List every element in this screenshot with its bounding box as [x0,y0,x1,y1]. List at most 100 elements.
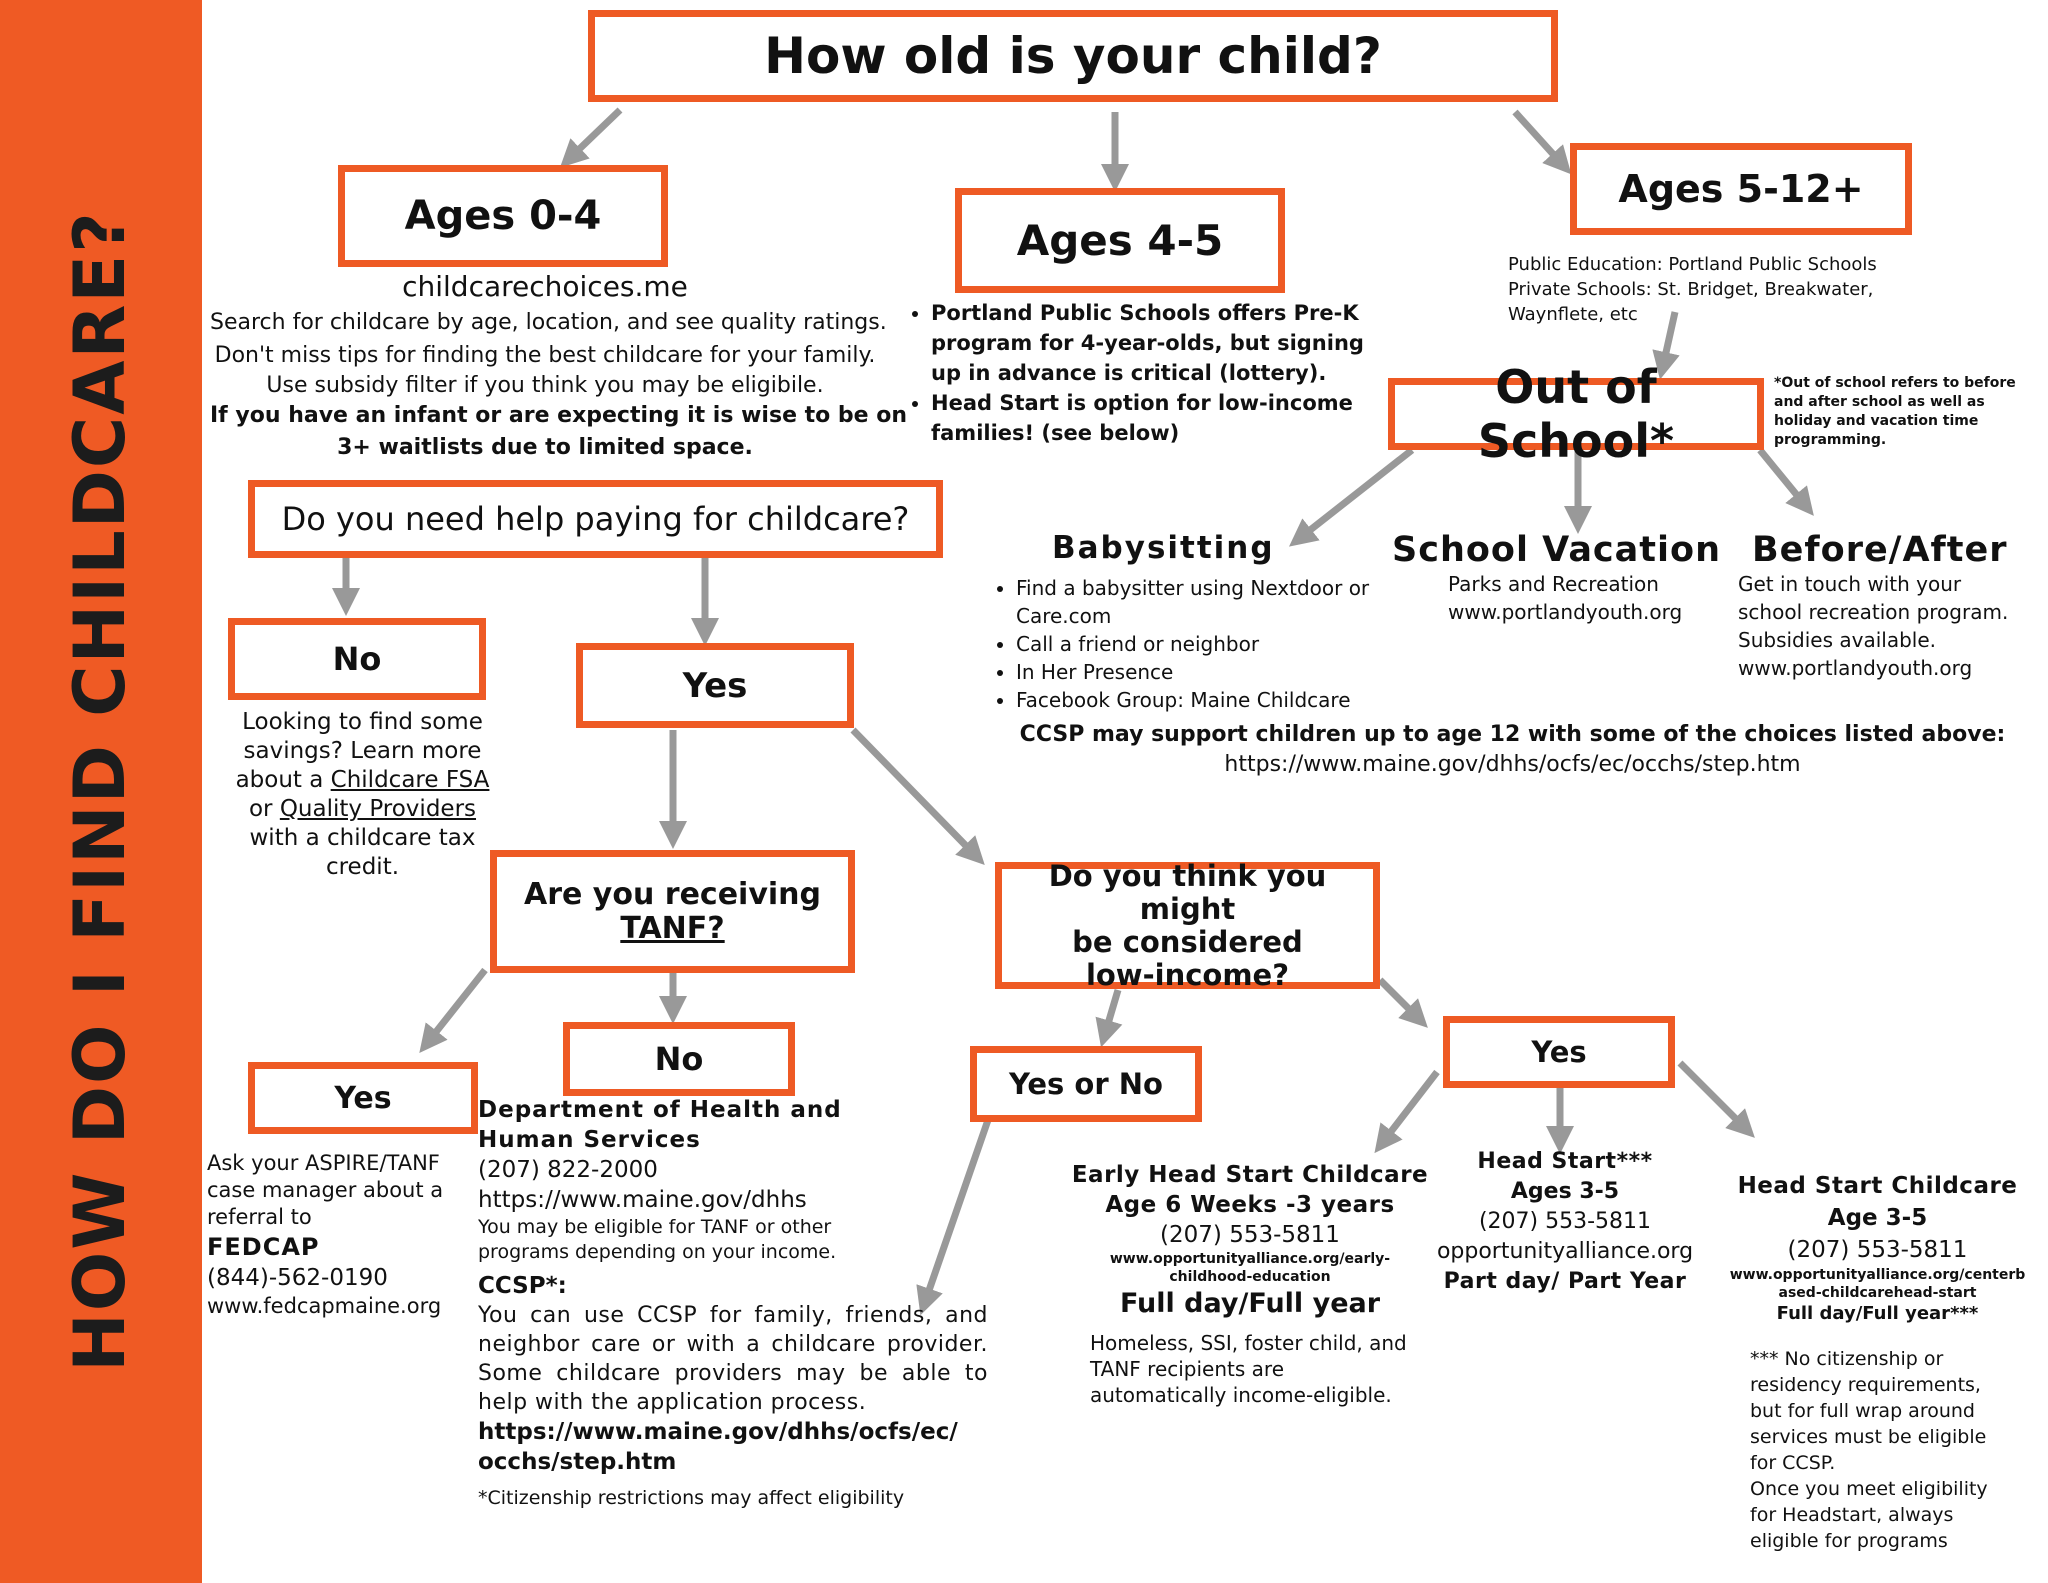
early-head-start-age: Age 6 Weeks -3 years [1105,1192,1395,1218]
head-start-site[interactable]: opportunityalliance.org [1436,1239,1694,1264]
arrow-to-ages-5-12 [1512,109,1572,175]
arrow-to-ages-0-4 [559,107,623,168]
babysitting-bullet: Find a babysitter using Nextdoor or Care… [1016,574,1369,630]
info-line: www.portlandyouth.org [1448,600,1683,624]
head-start-childcare-title: Head Start Childcare [1737,1173,2018,1199]
note-line: *** No citizenship or [1750,1348,1944,1370]
babysitting-bullet: Call a friend or neighbor [1016,630,1369,658]
school-vacation-heading: School Vacation [1392,530,1721,570]
arrow-yes-or-no-to-ccsp [916,1118,992,1316]
dhhs-phone: (207) 822-2000 [478,1157,658,1183]
ages-0-4-heading: Ages 0-4 [404,193,602,239]
arrow-to-head-start-childcare [1677,1060,1755,1138]
note-line: but for full wrap around [1750,1400,1975,1422]
note-line: for CCSP. [1750,1452,1836,1474]
head-start-childcare-site[interactable]: ased-childcarehead-start [1778,1285,1977,1301]
yes-or-no-label: Yes or No [1009,1067,1163,1101]
info-line: Looking to find some [242,709,483,735]
arrow-to-babysitting [1288,447,1415,547]
info-line: You may be eligible for TANF or other [478,1216,832,1238]
ages-5-12-line: Waynflete, etc [1508,304,1638,325]
note-line: TANF recipients are [1090,1357,1285,1381]
ccsp-link[interactable]: https://www.maine.gov/dhhs/ocfs/ec/ [478,1419,958,1445]
low-yes-label: Yes [1531,1035,1587,1069]
ages-0-4-info: childcarechoices.me Search for childcare… [210,268,907,464]
ages-4-5-heading: Ages 4-5 [1016,216,1224,265]
bullet-line: up in advance is critical (lottery). [931,361,1327,385]
tanf-yes-box: Yes [248,1062,478,1134]
note-line: automatically income-eligible. [1090,1383,1392,1407]
babysitting-heading: Babysitting [1052,530,1275,566]
info-line: Parks and Recreation [1448,572,1659,596]
sidebar: HOW DO I FIND CHILDCARE? [0,0,202,1583]
head-start-childcare-note: *** No citizenship or residency requirem… [1750,1346,1988,1554]
tanf-no-info: Department of Health and Human Services … [478,1095,990,1513]
tanf-link[interactable]: TANF? [620,910,725,946]
babysitting-bullet: In Her Presence [1016,658,1369,686]
childcare-fsa-link[interactable]: Childcare FSA [330,767,490,793]
info-line: www.portlandyouth.org [1738,656,1973,680]
tanf-yes-label: Yes [334,1080,392,1116]
arrow-to-early-head-start [1374,1069,1440,1154]
bullet-line: Head Start is option for low-income [931,391,1353,415]
info-line: or Quality Providers [205,795,520,824]
tanf-yes-info: Ask your ASPIRE/TANF case manager about … [207,1150,443,1320]
arrow-to-tanf-yes [419,967,488,1053]
dhhs-name: Human Services [478,1127,701,1153]
question-line: be considered [1072,924,1303,959]
head-start-info: Head Start*** Ages 3-5 (207) 553-5811 op… [1415,1147,1715,1297]
help-question: Do you need help paying for childcare? [281,500,910,538]
early-head-start-title: Early Head Start Childcare [1071,1162,1429,1188]
info-line: Subsidies available. [1738,628,1937,652]
ccsp-heading: CCSP*: [478,1273,567,1299]
note-line: for Headstart, always [1750,1504,1954,1526]
dhhs-site[interactable]: https://www.maine.gov/dhhs [478,1187,807,1213]
head-start-childcare-phone: (207) 553-5811 [1787,1237,1968,1263]
note-line: holiday and vacation time [1774,413,1979,429]
bullet-line: program for 4-year-olds, but signing [931,331,1364,355]
info-text: about a [235,767,331,793]
info-line: programs depending on your income. [478,1241,837,1263]
ccsp-link[interactable]: occhs/step.htm [478,1449,677,1475]
dhhs-name: Department of Health and [478,1097,842,1123]
question-line: Do you think you might [1048,858,1327,926]
babysitting-list: Find a babysitter using Nextdoor or Care… [990,574,1369,714]
head-start-age: Ages 3-5 [1510,1179,1620,1204]
babysitting-info: Find a babysitter using Nextdoor or Care… [990,574,1369,714]
ages-5-12-heading: Ages 5-12+ [1618,167,1864,211]
info-line: Get in touch with your [1738,572,1962,596]
help-yes-label: Yes [682,665,748,706]
head-start-childcare-age: Age 3-5 [1827,1205,1928,1231]
ccsp-footnote: *Citizenship restrictions may affect eli… [478,1487,905,1509]
early-head-start-site[interactable]: childhood-education [1169,1269,1331,1285]
head-start-childcare-site[interactable]: www.opportunityalliance.org/centerb [1729,1267,2026,1283]
ages-4-5-bullet: Portland Public Schools offers Pre-K pro… [931,298,1385,388]
early-head-start-note: Homeless, SSI, foster child, and TANF re… [1090,1330,1407,1408]
ages-0-4-box: Ages 0-4 [338,165,668,267]
help-no-label: No [332,640,382,678]
fedcap-phone: (844)-562-0190 [207,1265,388,1291]
babysitting-bullet: Facebook Group: Maine Childcare [1016,686,1369,714]
info-line: savings? Learn more [243,738,482,764]
tanf-no-label: No [654,1040,704,1078]
yes-or-no-box: Yes or No [970,1046,1202,1122]
arrow-to-low-yes [1377,977,1428,1028]
early-head-start-site[interactable]: www.opportunityalliance.org/early- [1109,1251,1391,1267]
out-of-school-heading: Out of School* [1477,360,1675,468]
main-question: How old is your child? [764,27,1382,85]
ages-4-5-box: Ages 4-5 [955,188,1285,293]
bullet-line: Care.com [1016,604,1112,628]
ages-5-12-info: Public Education: Portland Public School… [1508,252,1877,327]
quality-providers-link[interactable]: Quality Providers [279,796,477,822]
info-line: about a Childcare FSA [205,766,520,795]
info-line: referral to [207,1205,312,1229]
ages-0-4-site: childcarechoices.me [402,270,688,303]
head-start-schedule: Part day/ Part Year [1443,1269,1687,1294]
arrow-to-low-income [850,727,985,866]
school-vacation-info: Parks and Recreation www.portlandyouth.o… [1448,570,1682,626]
out-of-school-box: Out of School* [1388,360,1764,468]
ccsp-note-link[interactable]: https://www.maine.gov/dhhs/ocfs/ec/occhs… [1224,752,1801,777]
fedcap-site[interactable]: www.fedcapmaine.org [207,1294,442,1318]
ccsp-note-line: CCSP may support children up to age 12 w… [1019,722,2006,747]
